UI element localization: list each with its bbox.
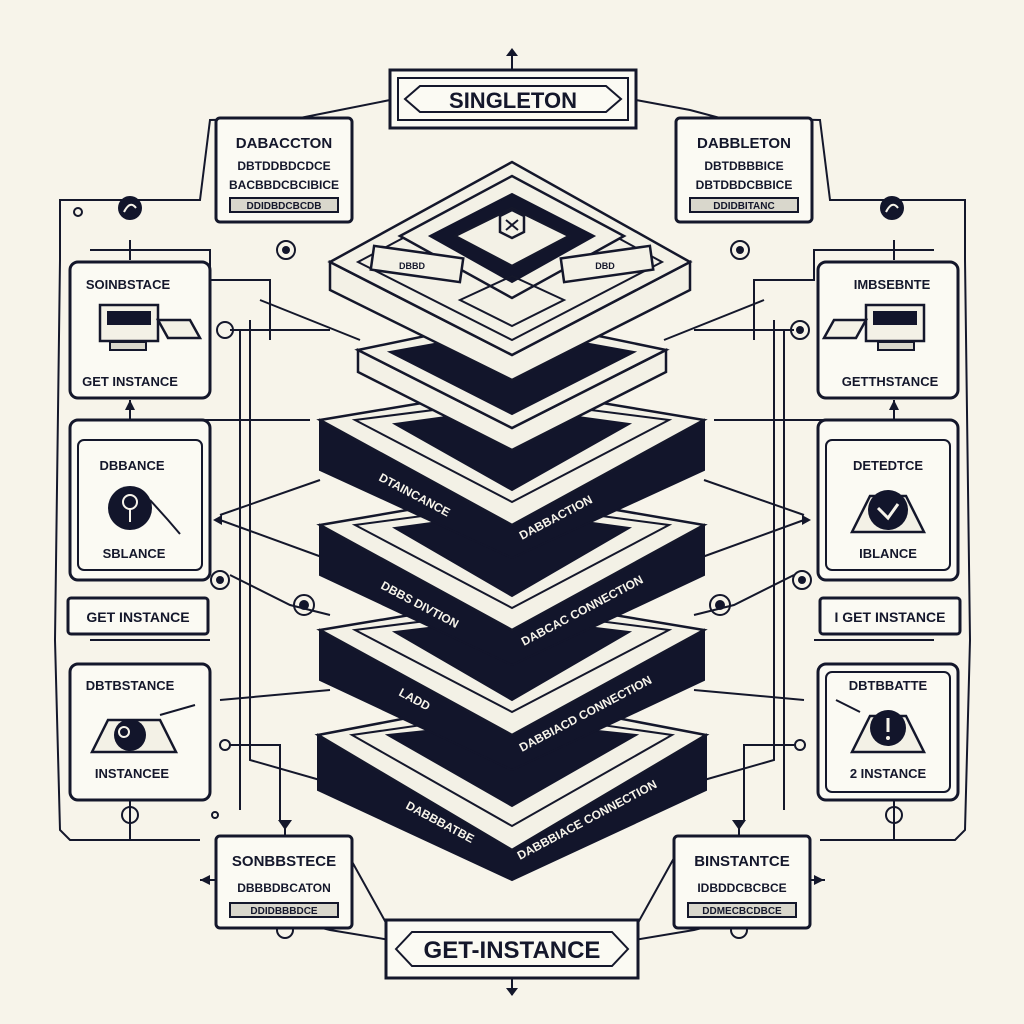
card-title: DABACCTON xyxy=(236,135,332,152)
key-icon xyxy=(108,486,181,535)
box-caption: GETTHSTANCE xyxy=(842,374,939,389)
svg-text:DDIDBDCBCDB: DDIDBDCBCDB xyxy=(247,201,322,212)
database-stack: DABBBATBE DABBBIACE CONNECTION LADD DABB… xyxy=(314,160,710,882)
svg-text:DDIDBITANC: DDIDBITANC xyxy=(713,201,774,212)
left-instance-box-3: DBTBSTANCE INSTANCEE xyxy=(68,662,212,802)
card-bottom-right: BINSTANTCE IDBDDCBCBCE DDMECBCDBCE xyxy=(672,834,812,930)
connector-nodes xyxy=(73,196,904,939)
box-title: DBBANCE xyxy=(100,458,165,473)
svg-text:DBBD: DBBD xyxy=(399,261,425,271)
right-instance-box-1: IMBSEBNTE GETTHSTANCE xyxy=(816,260,960,400)
header-banner: SINGLETON xyxy=(388,68,638,130)
pill-label: GET INSTANCE xyxy=(86,609,189,625)
footer-banner: GET-INSTANCE xyxy=(384,918,640,980)
server-icon xyxy=(821,303,926,351)
card-title: SONBBSTECE xyxy=(232,853,336,870)
card-top-right: DABBLETON DBTDBBBICE DBTDBDCBBICE DDIDBI… xyxy=(674,116,814,224)
box-caption: IBLANCE xyxy=(859,546,917,561)
left-get-instance-pill: GET INSTANCE xyxy=(66,596,210,636)
right-get-instance-pill: I GET INSTANCE xyxy=(818,596,962,636)
box-title: DBTBBATTE xyxy=(849,678,928,693)
svg-text:DBTDBDCBBICE: DBTDBDCBBICE xyxy=(696,178,793,192)
box-caption: 2 INSTANCE xyxy=(850,766,927,781)
left-instance-box-2: DBBANCE SBLANCE xyxy=(68,418,212,582)
stack-layer-1: DBBD DBD xyxy=(327,160,693,382)
box-title: SOINBSTACE xyxy=(86,277,171,292)
checkmark-icon xyxy=(849,490,927,534)
toggle-icon xyxy=(89,704,196,754)
header-title: SINGLETON xyxy=(449,88,577,113)
pill-label: I GET INSTANCE xyxy=(835,609,946,625)
alert-icon xyxy=(835,699,927,754)
box-title: IMBSEBNTE xyxy=(854,277,931,292)
box-caption: INSTANCEE xyxy=(95,766,169,781)
svg-text:DDMECBCDBCE: DDMECBCDBCE xyxy=(702,906,782,917)
svg-text:DBBBDBCATON: DBBBDBCATON xyxy=(237,881,331,895)
card-title: BINSTANTCE xyxy=(694,853,790,870)
card-bottom-left: SONBBSTECE DBBBDBCATON DDIDBBBDCE xyxy=(214,834,354,930)
box-title: DETEDTCE xyxy=(853,458,923,473)
svg-text:DBD: DBD xyxy=(595,261,615,271)
hex-logo-icon xyxy=(498,208,526,240)
card-top-left: DABACCTON DBTDDBDCDCE BACBBDCBCIBICE DDI… xyxy=(214,116,354,224)
svg-text:BACBBDCBCIBICE: BACBBDCBCIBICE xyxy=(229,178,339,192)
server-icon xyxy=(98,303,203,351)
box-caption: GET INSTANCE xyxy=(82,374,178,389)
svg-text:IDBDDCBCBCE: IDBDDCBCBCE xyxy=(697,881,786,895)
svg-text:DBTDBBBICE: DBTDBBBICE xyxy=(704,159,783,173)
right-instance-box-2: DETEDTCE IBLANCE xyxy=(816,418,960,582)
card-title: DABBLETON xyxy=(697,135,791,152)
box-caption: SBLANCE xyxy=(103,546,166,561)
svg-text:DDIDBBBDCE: DDIDBBBDCE xyxy=(250,906,318,917)
box-title: DBTBSTANCE xyxy=(86,678,175,693)
right-instance-box-3: DBTBBATTE 2 INSTANCE xyxy=(816,662,960,802)
svg-text:DBTDDBDCDCE: DBTDDBDCDCE xyxy=(237,159,330,173)
left-instance-box-1: SOINBSTACE GET INSTANCE xyxy=(68,260,212,400)
stack-layer-2: DTAINCANCE DABBACTION xyxy=(316,386,708,560)
footer-title: GET-INSTANCE xyxy=(424,937,601,964)
